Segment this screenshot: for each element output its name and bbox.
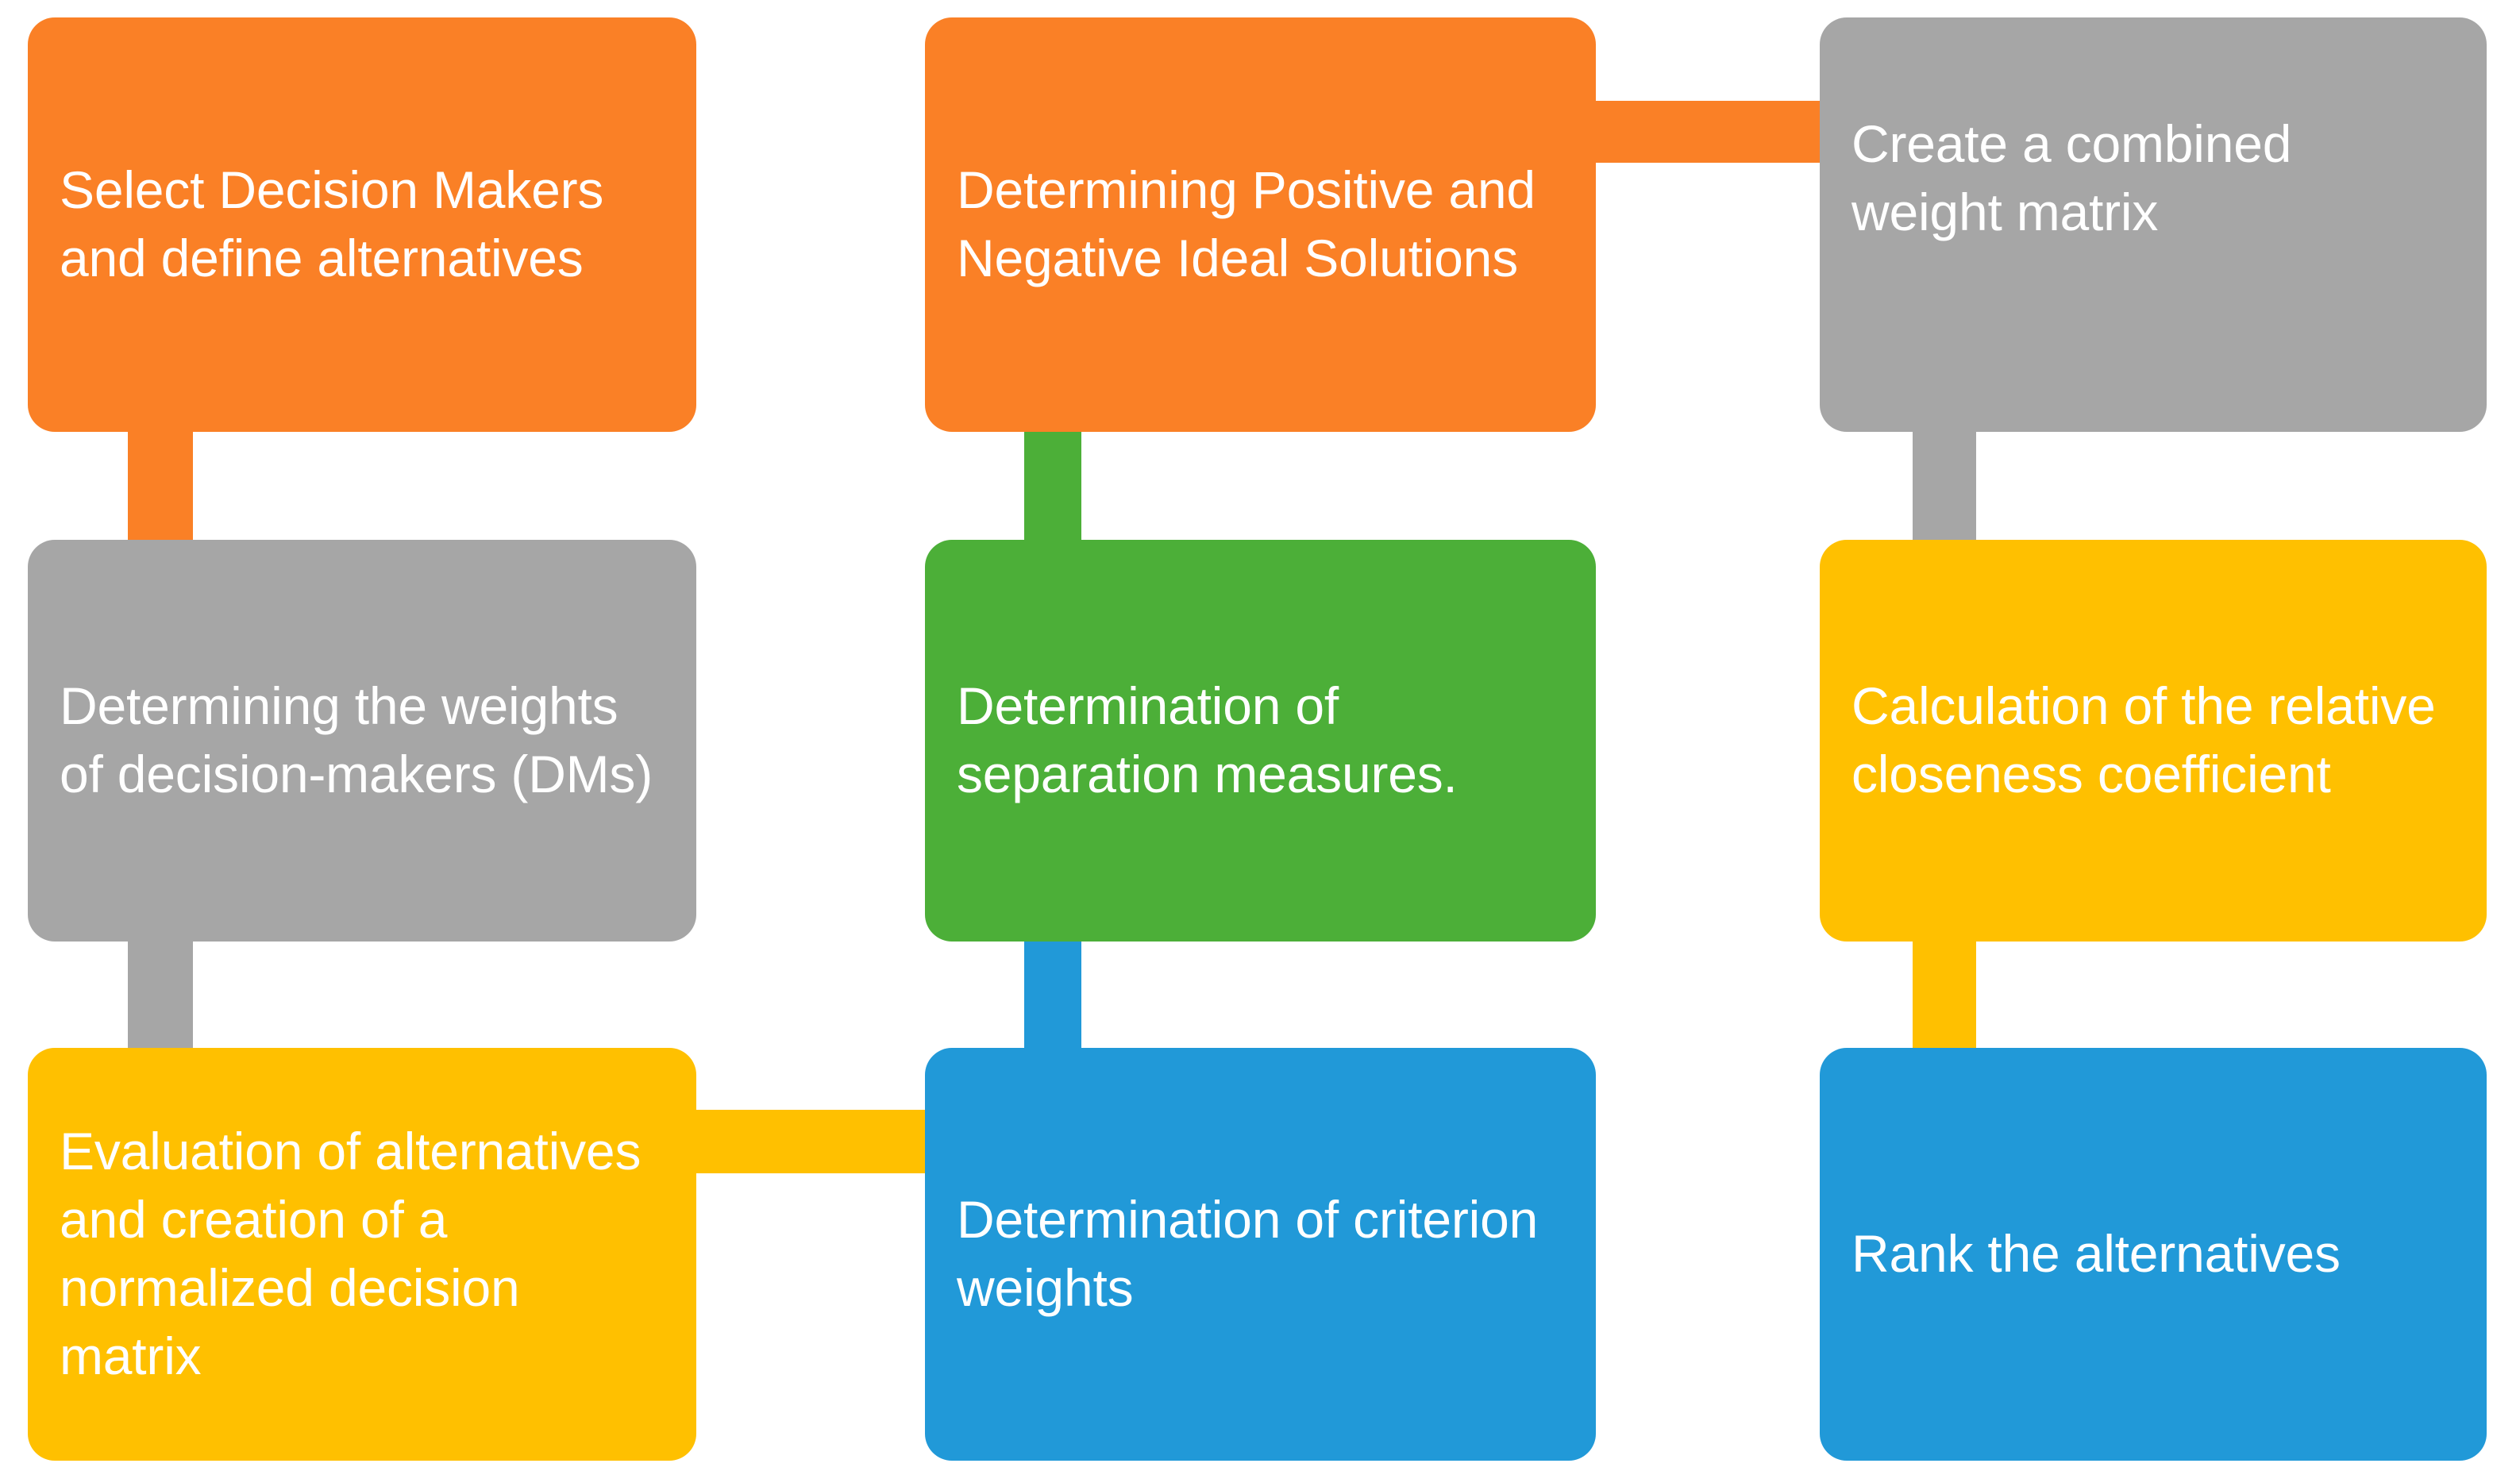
node-label: Determining Positive and Negative Ideal …: [957, 160, 1536, 287]
node-label: Rank the alternatives: [1851, 1224, 2341, 1284]
connector-criterion-weights-to-separation: [1024, 921, 1081, 1064]
connector-evaluation-to-criterion-weights: [683, 1110, 937, 1173]
node-label: Determination of criterion weights: [957, 1190, 1539, 1317]
node-determination-of-criterion-weights[interactable]: Determination of criterion weights: [925, 1048, 1596, 1461]
connector-weights-dms-to-evaluation: [128, 921, 193, 1064]
connector-separation-to-ideal-solutions: [1024, 413, 1081, 556]
node-label: Determining the weights of decision-make…: [60, 676, 653, 803]
node-determining-positive-negative-ideal-solutions[interactable]: Determining Positive and Negative Ideal …: [925, 17, 1596, 432]
node-determining-weights-of-decision-makers[interactable]: Determining the weights of decision-make…: [28, 540, 696, 942]
node-label: Determination of separation measures.: [957, 676, 1458, 803]
node-select-decision-makers[interactable]: Select Decision Makers and define altern…: [28, 17, 696, 432]
node-create-combined-weight-matrix[interactable]: Create a combined weight matrix: [1820, 17, 2487, 432]
connector-select-to-weights-dms: [128, 413, 193, 556]
node-label: Calculation of the relative closeness co…: [1851, 676, 2436, 803]
connector-closeness-to-rank: [1913, 921, 1976, 1064]
node-label: Select Decision Makers and define altern…: [60, 160, 604, 287]
node-calculation-of-relative-closeness-coefficient[interactable]: Calculation of the relative closeness co…: [1820, 540, 2487, 942]
node-determination-of-separation-measures[interactable]: Determination of separation measures.: [925, 540, 1596, 942]
node-label: Evaluation of alternatives and creation …: [60, 1122, 642, 1385]
node-evaluation-of-alternatives-normalized-decision-matrix[interactable]: Evaluation of alternatives and creation …: [28, 1048, 696, 1461]
node-rank-the-alternatives[interactable]: Rank the alternatives: [1820, 1048, 2487, 1461]
connector-ideal-solutions-to-combined-weight-matrix: [1584, 101, 1830, 163]
node-label: Create a combined weight matrix: [1851, 114, 2292, 241]
connector-combined-weight-matrix-to-closeness: [1913, 429, 1976, 556]
